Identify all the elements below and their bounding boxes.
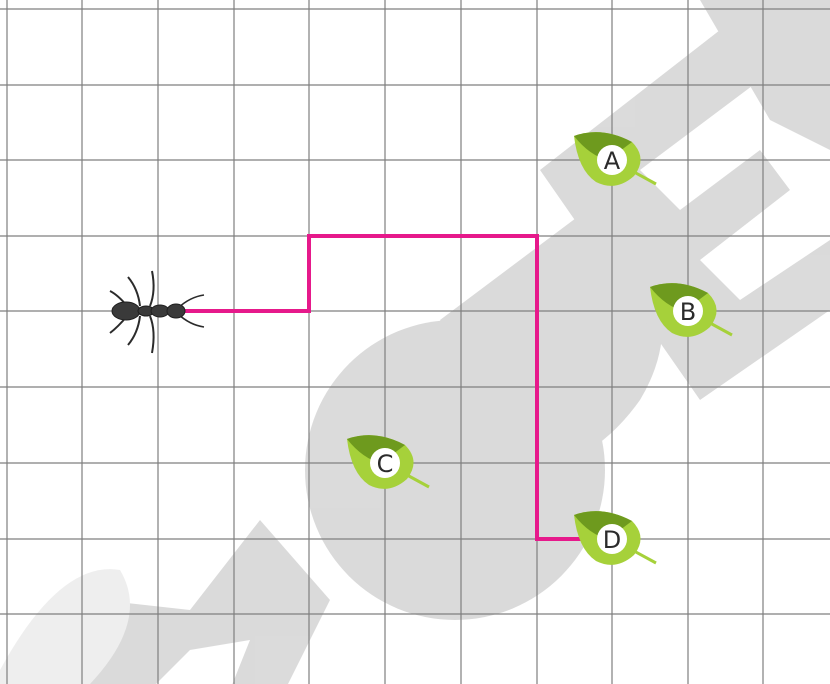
leaf-label: D bbox=[603, 526, 621, 554]
leaf-icon: D bbox=[574, 511, 656, 565]
leaf-label: B bbox=[680, 298, 696, 326]
leaf-label: C bbox=[377, 450, 394, 478]
leaf-label: A bbox=[604, 147, 621, 175]
